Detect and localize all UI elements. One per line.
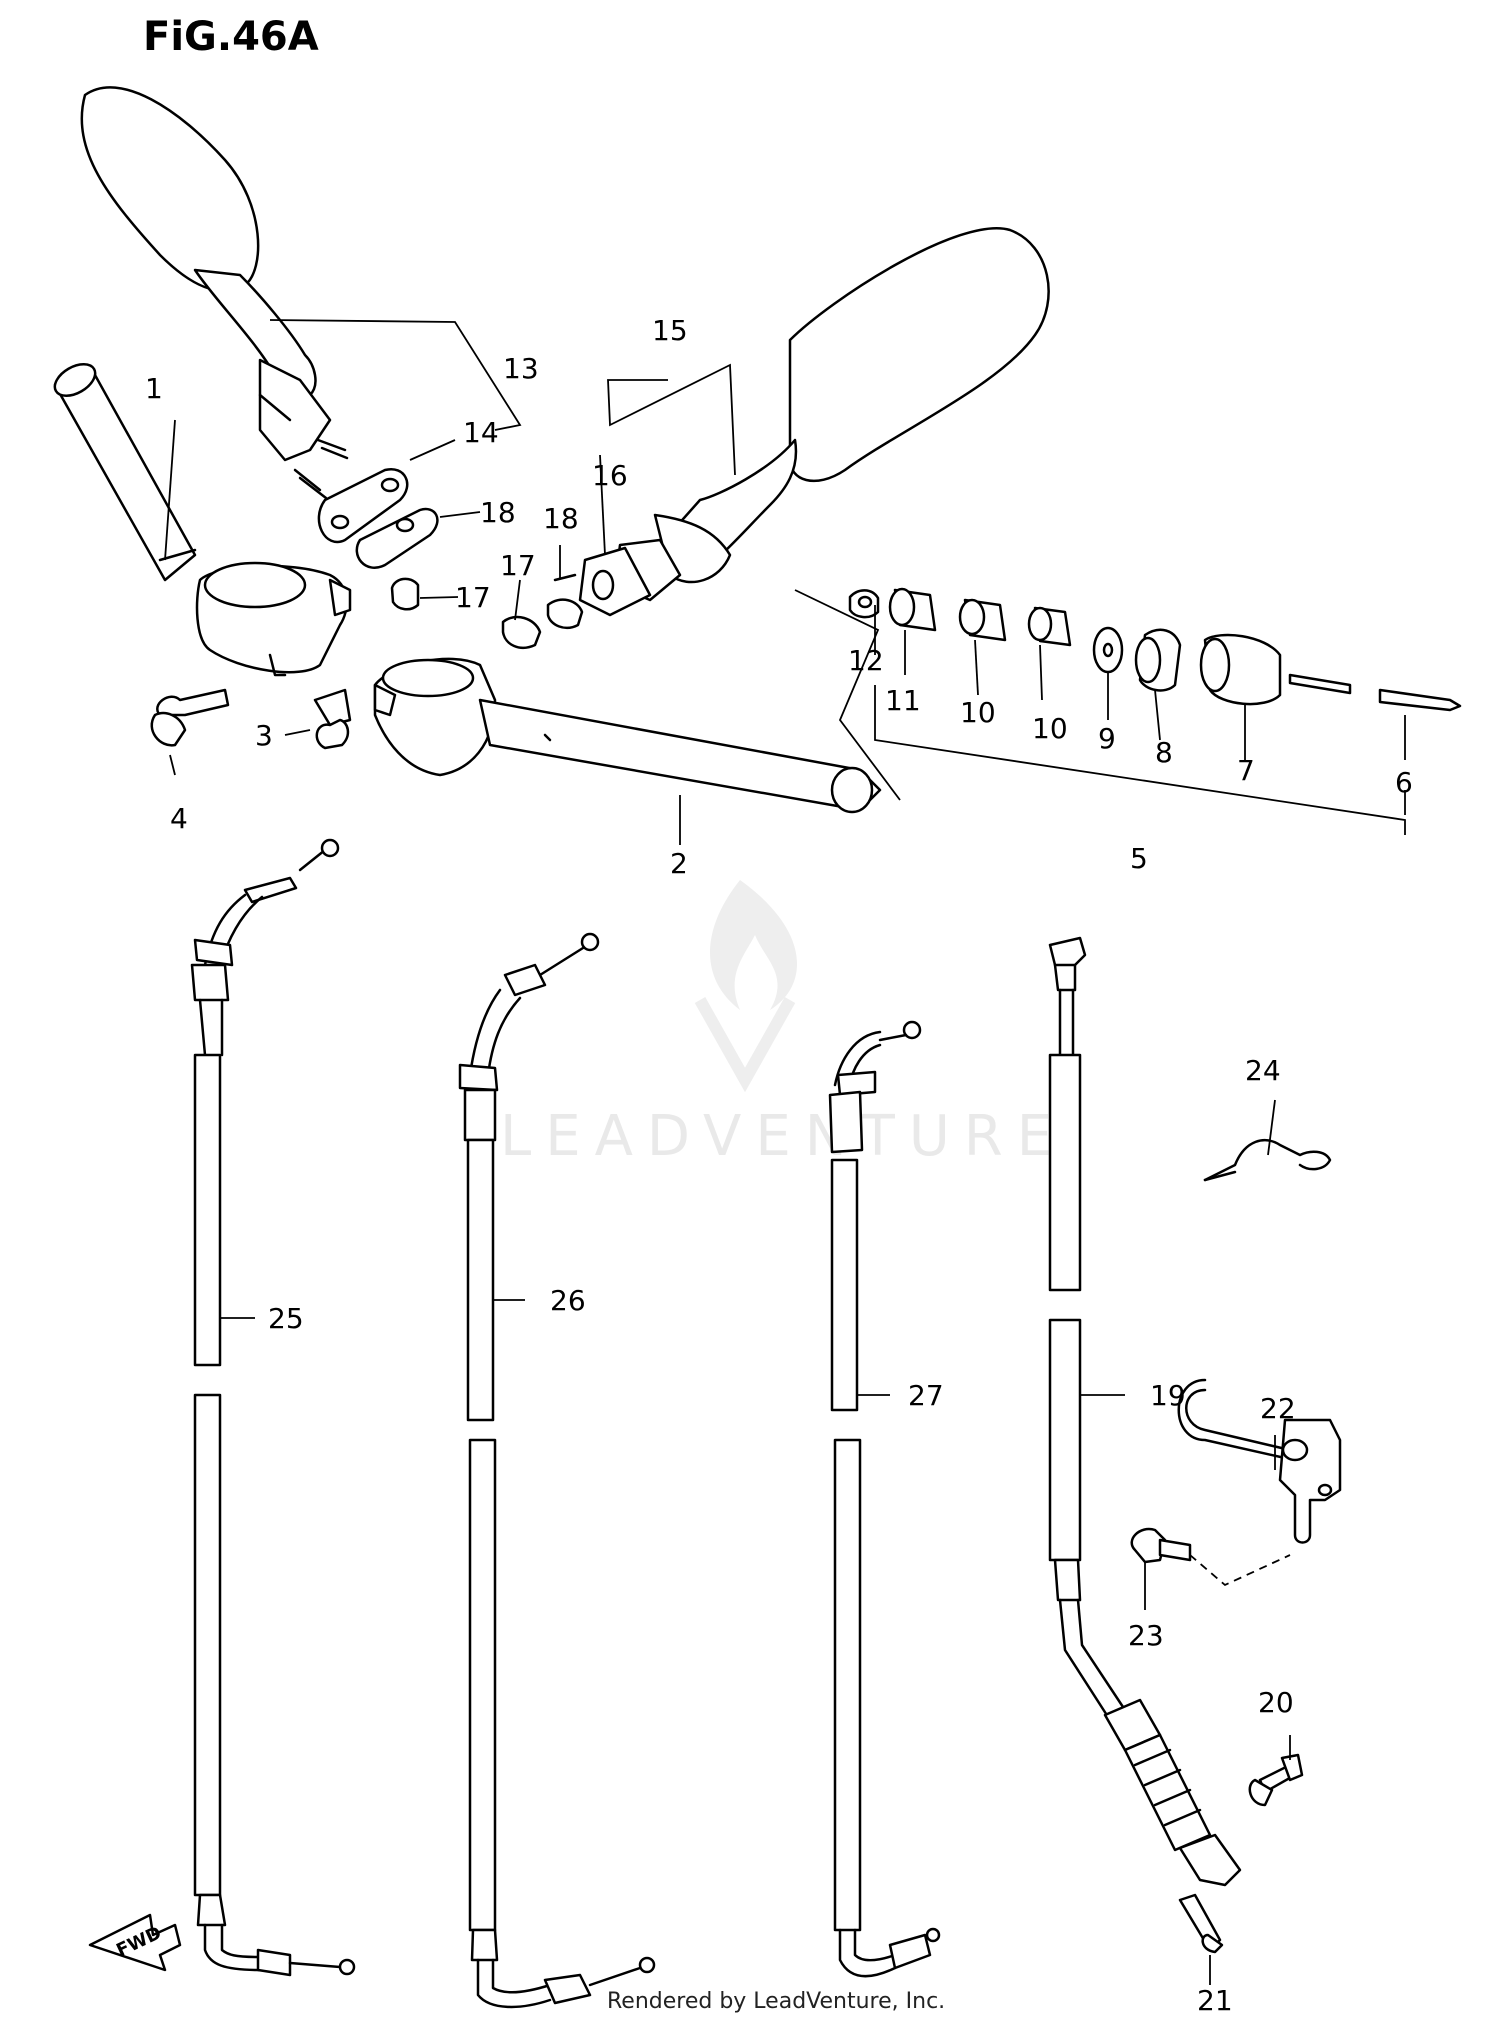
callout-3: 3 xyxy=(255,719,273,752)
callout-27: 27 xyxy=(908,1379,944,1412)
forward-direction-arrow: FWD xyxy=(88,1913,182,1972)
callout-5: 5 xyxy=(1130,842,1148,875)
cable-27 xyxy=(828,1020,941,1978)
clamp-24 xyxy=(1203,1138,1332,1182)
callout-10b: 10 xyxy=(960,696,996,729)
callout-19: 19 xyxy=(1150,1379,1186,1412)
screw-21 xyxy=(1178,1893,1224,1954)
mirror-left xyxy=(80,86,349,500)
callout-18-right: 18 xyxy=(543,502,579,535)
callout-7: 7 xyxy=(1237,754,1255,787)
callout-23: 23 xyxy=(1128,1619,1164,1652)
bolt-23 xyxy=(1130,1527,1291,1587)
handlebar-right xyxy=(373,589,901,814)
callout-24: 24 xyxy=(1245,1054,1281,1087)
callout-2: 2 xyxy=(670,847,688,880)
callout-22: 22 xyxy=(1260,1392,1296,1425)
callout-17-left: 17 xyxy=(500,549,536,582)
callout-17-right: 17 xyxy=(455,581,491,614)
callout-9: 9 xyxy=(1098,722,1116,755)
callout-8: 8 xyxy=(1155,736,1173,769)
callout-13: 13 xyxy=(503,352,539,385)
mirror-mount-left xyxy=(317,467,439,611)
bolt-3 xyxy=(313,688,352,750)
watermark: LEADVENTURE xyxy=(500,880,1066,1169)
callout-20: 20 xyxy=(1258,1686,1294,1719)
callout-4: 4 xyxy=(170,802,188,835)
callout-21: 21 xyxy=(1197,1984,1233,2017)
callout-11: 11 xyxy=(885,684,921,717)
bracket-22 xyxy=(1177,1378,1342,1544)
leader-lines-upper xyxy=(164,319,1406,845)
bolt-4 xyxy=(150,688,230,747)
mirror-right xyxy=(553,227,1050,617)
footer-credit: Rendered by LeadVenture, Inc. xyxy=(607,1989,945,2014)
mirror-mount-right xyxy=(501,598,584,649)
callout-16: 16 xyxy=(592,459,628,492)
callout-26: 26 xyxy=(550,1284,586,1317)
callout-18-left: 18 xyxy=(480,496,516,529)
cable-26 xyxy=(458,932,656,2009)
callout-10a: 10 xyxy=(1032,712,1068,745)
cable-25 xyxy=(190,838,356,1977)
leader-lines-lower xyxy=(220,1099,1291,1985)
watermark-text: LEADVENTURE xyxy=(500,1104,1066,1169)
callout-12: 12 xyxy=(848,644,884,677)
handlebar-left xyxy=(53,363,352,677)
bar-end-weight-group xyxy=(848,587,1462,835)
callout-14: 14 xyxy=(463,416,499,449)
callout-25: 25 xyxy=(268,1302,304,1335)
callout-1: 1 xyxy=(145,372,163,405)
bolt-20 xyxy=(1248,1753,1304,1807)
callout-15: 15 xyxy=(652,314,688,347)
cable-19 xyxy=(1048,936,1242,1887)
callout-6: 6 xyxy=(1395,766,1413,799)
figure-title: FiG.46A xyxy=(143,14,319,60)
callout-labels: 1 2 3 4 5 6 7 8 9 10 10 11 12 13 14 15 1… xyxy=(145,314,1413,2017)
